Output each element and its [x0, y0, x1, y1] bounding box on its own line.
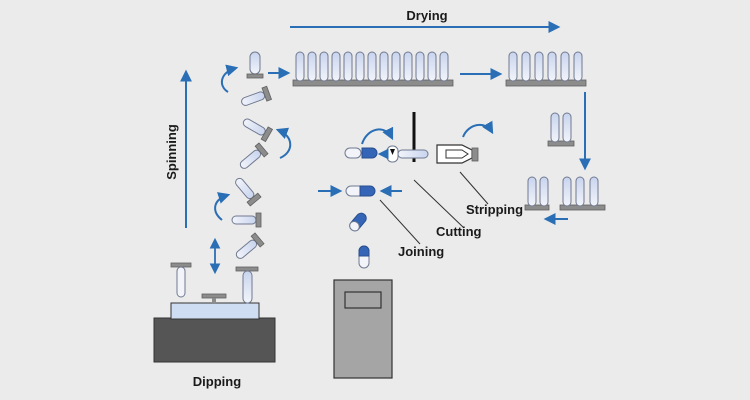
pin-rack-small [547, 112, 575, 147]
joining-leader [379, 199, 421, 245]
spinning-mold-pin [235, 177, 262, 207]
mold-pin [319, 51, 329, 82]
cutting-label: Cutting [436, 224, 482, 239]
spinning-mold-pin [242, 118, 274, 143]
mold-pin [439, 51, 449, 82]
cutting-rotation-arrow [361, 126, 394, 145]
mold-pin [391, 51, 401, 82]
rotation-arrow-3 [214, 192, 231, 221]
stripping-label: Stripping [466, 202, 523, 217]
mold-pin [521, 51, 531, 82]
mold-pin [403, 51, 413, 82]
mold-pin [379, 51, 389, 82]
capsule-tilted [349, 212, 367, 232]
mold-pin [589, 176, 599, 207]
mold-pin [508, 51, 518, 82]
mold-pin [307, 51, 317, 82]
drying-pin-rack-long [292, 51, 454, 87]
cutting-leader [413, 179, 465, 229]
drying-pin-rack-short [505, 51, 587, 87]
mold-pin [562, 176, 572, 207]
mold-pin [415, 51, 425, 82]
mold-pin [539, 176, 549, 207]
spinning-mold-pin [239, 142, 269, 169]
capsule-joined [345, 185, 376, 197]
capsule-vertical [358, 245, 370, 269]
mold-pin [527, 176, 537, 207]
joining-label: Joining [398, 244, 444, 259]
filling-machine [333, 279, 393, 379]
spinning-mold-pin [231, 212, 262, 228]
drying-label: Drying [406, 8, 447, 23]
mold-pin [534, 51, 544, 82]
mold-pin [560, 51, 570, 82]
stripping-leader [459, 171, 489, 205]
mold-pin [295, 51, 305, 82]
capsule-half-pair [344, 147, 378, 159]
mold-pin [573, 51, 583, 82]
stripping-rotation-arrow [462, 120, 494, 138]
mold-pin [562, 112, 572, 143]
dip-tank [153, 262, 276, 363]
mold-pin [343, 51, 353, 82]
spinning-label: Spinning [164, 124, 179, 180]
spinning-mold-pin [235, 232, 265, 259]
spinning-pin-sequence [231, 85, 274, 259]
mold-pin [550, 112, 560, 143]
pin-entering-drying [246, 51, 264, 79]
mold-pin [355, 51, 365, 82]
stripping-pin-rack [524, 176, 606, 211]
stripping-jaw [436, 144, 479, 164]
dipping-label: Dipping [193, 374, 241, 389]
mold-pin [575, 176, 585, 207]
mold-pin [367, 51, 377, 82]
rotation-arrow-2 [275, 127, 292, 159]
spinning-mold-pin [241, 85, 273, 106]
mold-pin [547, 51, 557, 82]
cutting-station [377, 112, 429, 163]
mold-pin [427, 51, 437, 82]
rotation-arrow-1 [220, 64, 239, 93]
mold-pin [331, 51, 341, 82]
